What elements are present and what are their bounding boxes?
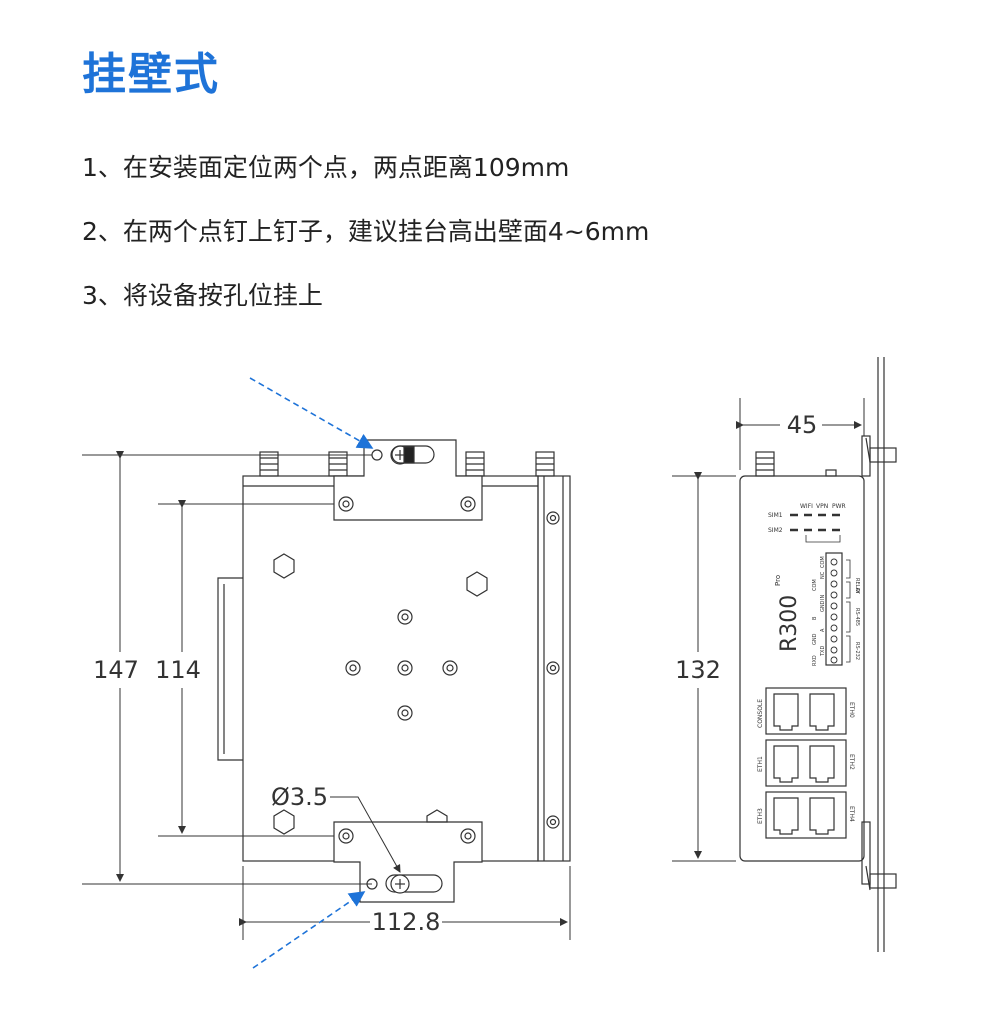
nail-arrow-top bbox=[249, 377, 374, 449]
wall-nail-bottom bbox=[869, 873, 897, 889]
dim-side-height: 132 bbox=[675, 656, 721, 684]
led-label-sim1: SIM1 bbox=[768, 512, 783, 519]
dim-depth: 45 bbox=[787, 411, 818, 439]
port-label-eth3: ETH3 bbox=[757, 808, 764, 824]
bottom-bracket bbox=[333, 821, 483, 903]
side-rail bbox=[537, 475, 571, 862]
pin-label: RXD bbox=[812, 655, 818, 666]
hex-standoff bbox=[466, 571, 488, 597]
center-screws bbox=[345, 609, 458, 721]
top-bracket bbox=[333, 439, 483, 521]
model-name: R300 bbox=[777, 595, 802, 652]
pin-label: GND bbox=[820, 600, 826, 612]
dim-hole-diameter: Ø3.5 bbox=[271, 783, 328, 811]
instruction-step-3: 3、将设备按孔位挂上 bbox=[82, 281, 323, 310]
instruction-step-1: 1、在安装面定位两个点，两点距离109mm bbox=[82, 153, 570, 182]
pin-label: COM bbox=[820, 556, 826, 568]
wall-nail-top bbox=[869, 447, 897, 463]
terminal-block bbox=[825, 552, 843, 666]
din-clip bbox=[217, 577, 243, 761]
instruction-step-2: 2、在两个点钉上钉子，建议挂台高出壁面4~6mm bbox=[82, 217, 650, 246]
pin-label: B bbox=[812, 616, 818, 620]
pin-label: A bbox=[820, 628, 826, 632]
led-label-vpn: VPN bbox=[816, 503, 828, 510]
terminal-group-label: DI bbox=[854, 588, 860, 593]
pin-label: NC bbox=[820, 571, 826, 579]
led-label-wifi: WIFI bbox=[800, 503, 813, 510]
led-label-sim2: SIM2 bbox=[768, 527, 783, 534]
nail-arrow-bottom bbox=[252, 891, 366, 969]
pin-label: TXD bbox=[820, 646, 826, 657]
hex-standoff bbox=[426, 809, 448, 823]
terminal-group-label: RELAY bbox=[854, 578, 860, 595]
pin-label: IN bbox=[820, 595, 826, 600]
page-title: 挂壁式 bbox=[82, 49, 220, 100]
port-label-eth0: ETH0 bbox=[848, 702, 855, 718]
dim-height-total: 147 bbox=[93, 656, 139, 684]
dim-height-holes: 114 bbox=[155, 656, 201, 684]
device-front-panel bbox=[739, 475, 865, 862]
ethernet-ports bbox=[765, 687, 847, 839]
side-dimensions bbox=[672, 398, 865, 862]
terminal-group-label: RS-485 bbox=[854, 608, 860, 626]
port-label-eth4: ETH4 bbox=[848, 806, 855, 822]
dim-width: 112.8 bbox=[372, 908, 441, 936]
port-label-eth2: ETH2 bbox=[848, 754, 855, 770]
front-view bbox=[217, 439, 571, 903]
side-view bbox=[739, 357, 897, 952]
pin-label: GND bbox=[812, 633, 818, 645]
led-label-pwr: PWR bbox=[832, 503, 846, 510]
instruction-list: 1、在安装面定位两个点，两点距离109mm 2、在两个点钉上钉子，建议挂台高出壁… bbox=[82, 148, 649, 340]
model-suffix: Pro bbox=[774, 575, 782, 586]
hex-standoff bbox=[273, 809, 295, 835]
pin-label: COM bbox=[812, 579, 818, 591]
hex-standoff bbox=[273, 553, 295, 579]
port-label-eth1: ETH1 bbox=[757, 756, 764, 772]
terminal-group-label: RS-232 bbox=[854, 642, 860, 660]
front-dimensions bbox=[82, 451, 571, 940]
port-label-console: CONSOLE bbox=[757, 699, 764, 728]
